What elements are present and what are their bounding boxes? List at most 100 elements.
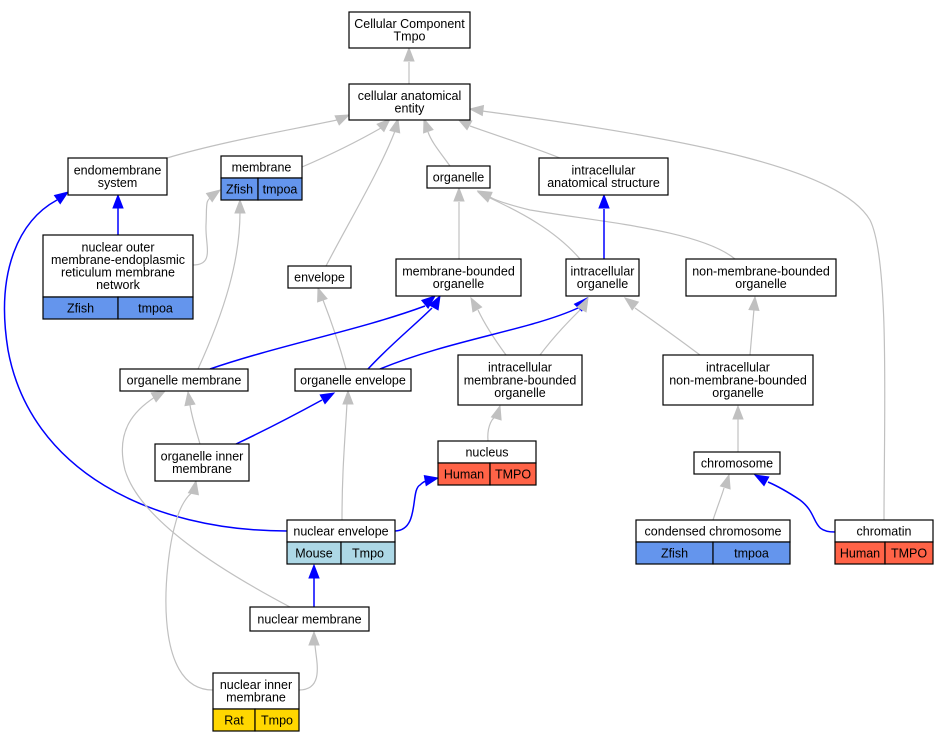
node-label: membrane-bounded: [402, 265, 515, 279]
node-mbo-box: [395, 258, 522, 297]
edge-line: [767, 481, 836, 533]
node-orgmem-box: [119, 368, 249, 392]
node-label: intracellular: [571, 265, 635, 279]
node-label: network: [96, 278, 141, 292]
edge-imbo-to-io: [539, 296, 589, 356]
edge-mbo-to-organelle: [453, 186, 465, 259]
node-nmem[interactable]: nuclear membrane: [249, 606, 370, 632]
edge-line: [489, 196, 736, 260]
edge-line: [427, 131, 451, 167]
node-organelle-box: [426, 165, 491, 189]
arrowhead: [623, 297, 640, 311]
edge-io-to-ias: [598, 193, 610, 259]
arrowhead: [428, 294, 441, 311]
species-cell-zfish: [712, 541, 791, 565]
edge-condchrom-to-chromosome: [712, 473, 731, 521]
edge-line: [539, 309, 581, 356]
arrowhead: [719, 473, 731, 490]
arrowhead: [576, 296, 589, 313]
node-envelope[interactable]: envelope: [287, 265, 352, 289]
species-label: Zfish: [67, 301, 94, 315]
node-label: membrane: [172, 462, 232, 476]
node-orgenv-box: [294, 368, 412, 392]
node-nmem-box: [249, 606, 370, 632]
arrowhead: [205, 189, 222, 203]
edge-line: [341, 402, 348, 521]
edge-chromatin-to-chromosome: [753, 474, 836, 533]
node-chromosome[interactable]: chromosome: [693, 451, 781, 475]
arrowhead: [376, 118, 392, 133]
node-label: endomembrane: [74, 164, 162, 178]
node-label: intracellular: [488, 361, 552, 375]
node-label: membrane: [232, 160, 292, 174]
edge-nim-to-nmem: [298, 630, 320, 691]
node-endomembrane-box: [67, 157, 168, 196]
species-cell-zfish: [257, 177, 303, 201]
edge-inmbo-to-nmbo: [748, 295, 760, 356]
node-orgenv[interactable]: organelle envelope: [294, 368, 412, 392]
node-inmbo[interactable]: intracellularnon-membrane-boundedorganel…: [662, 354, 814, 406]
node-label: chromosome: [701, 456, 773, 470]
node-organelle[interactable]: organelle: [426, 165, 491, 189]
edge-line: [394, 480, 428, 532]
edge-line: [166, 119, 338, 159]
node-label: organelle: [433, 170, 484, 184]
node-label: organelle: [577, 277, 628, 291]
edge-membrane-to-cae: [301, 118, 392, 168]
node-label: cellular anatomical: [358, 89, 462, 103]
node-label: organelle: [494, 386, 545, 400]
arrowhead: [234, 198, 246, 214]
species-cell-zfish: [117, 296, 194, 320]
arrowhead: [342, 389, 354, 405]
gene-label: Tmpo: [352, 546, 384, 560]
gene-label: tmpoa: [734, 546, 769, 560]
edge-line: [487, 415, 497, 442]
node-label: entity: [395, 102, 426, 116]
node-label: nucleus: [465, 445, 508, 459]
arrowhead: [470, 296, 483, 313]
edge-line: [489, 197, 581, 260]
edge-line: [634, 307, 701, 356]
node-label: Cellular Component: [354, 17, 465, 31]
edge-inmbo-to-io: [623, 297, 701, 356]
arrowhead: [753, 474, 770, 487]
node-orgmem[interactable]: organelle membrane: [119, 368, 249, 392]
node-label: organelle: [735, 277, 786, 291]
edge-orgmem-to-membrane: [197, 198, 246, 370]
arrowhead: [748, 295, 760, 311]
edge-nim-to-oim: [165, 479, 214, 691]
node-chromosome-box: [693, 451, 781, 475]
arrowhead: [453, 186, 465, 202]
arrowhead: [403, 46, 415, 62]
node-label: intracellular: [572, 164, 636, 178]
node-nomer-box: [42, 234, 194, 298]
species-label: Zfish: [226, 182, 253, 196]
edge-nucleus-to-imbo: [487, 404, 502, 442]
arrowhead: [53, 191, 70, 205]
edge-oim-to-orgmem: [184, 390, 201, 445]
node-label: organelle envelope: [300, 373, 406, 387]
edge-line: [477, 309, 507, 356]
edge-line: [3, 199, 288, 532]
arrowhead: [319, 392, 336, 405]
arrowhead: [184, 390, 196, 407]
node-inmbo-box: [662, 354, 814, 406]
arrowhead: [423, 474, 440, 487]
species-label: Rat: [224, 713, 244, 727]
node-nomer[interactable]: nuclear outermembrane-endoplasmicreticul…: [42, 234, 194, 320]
